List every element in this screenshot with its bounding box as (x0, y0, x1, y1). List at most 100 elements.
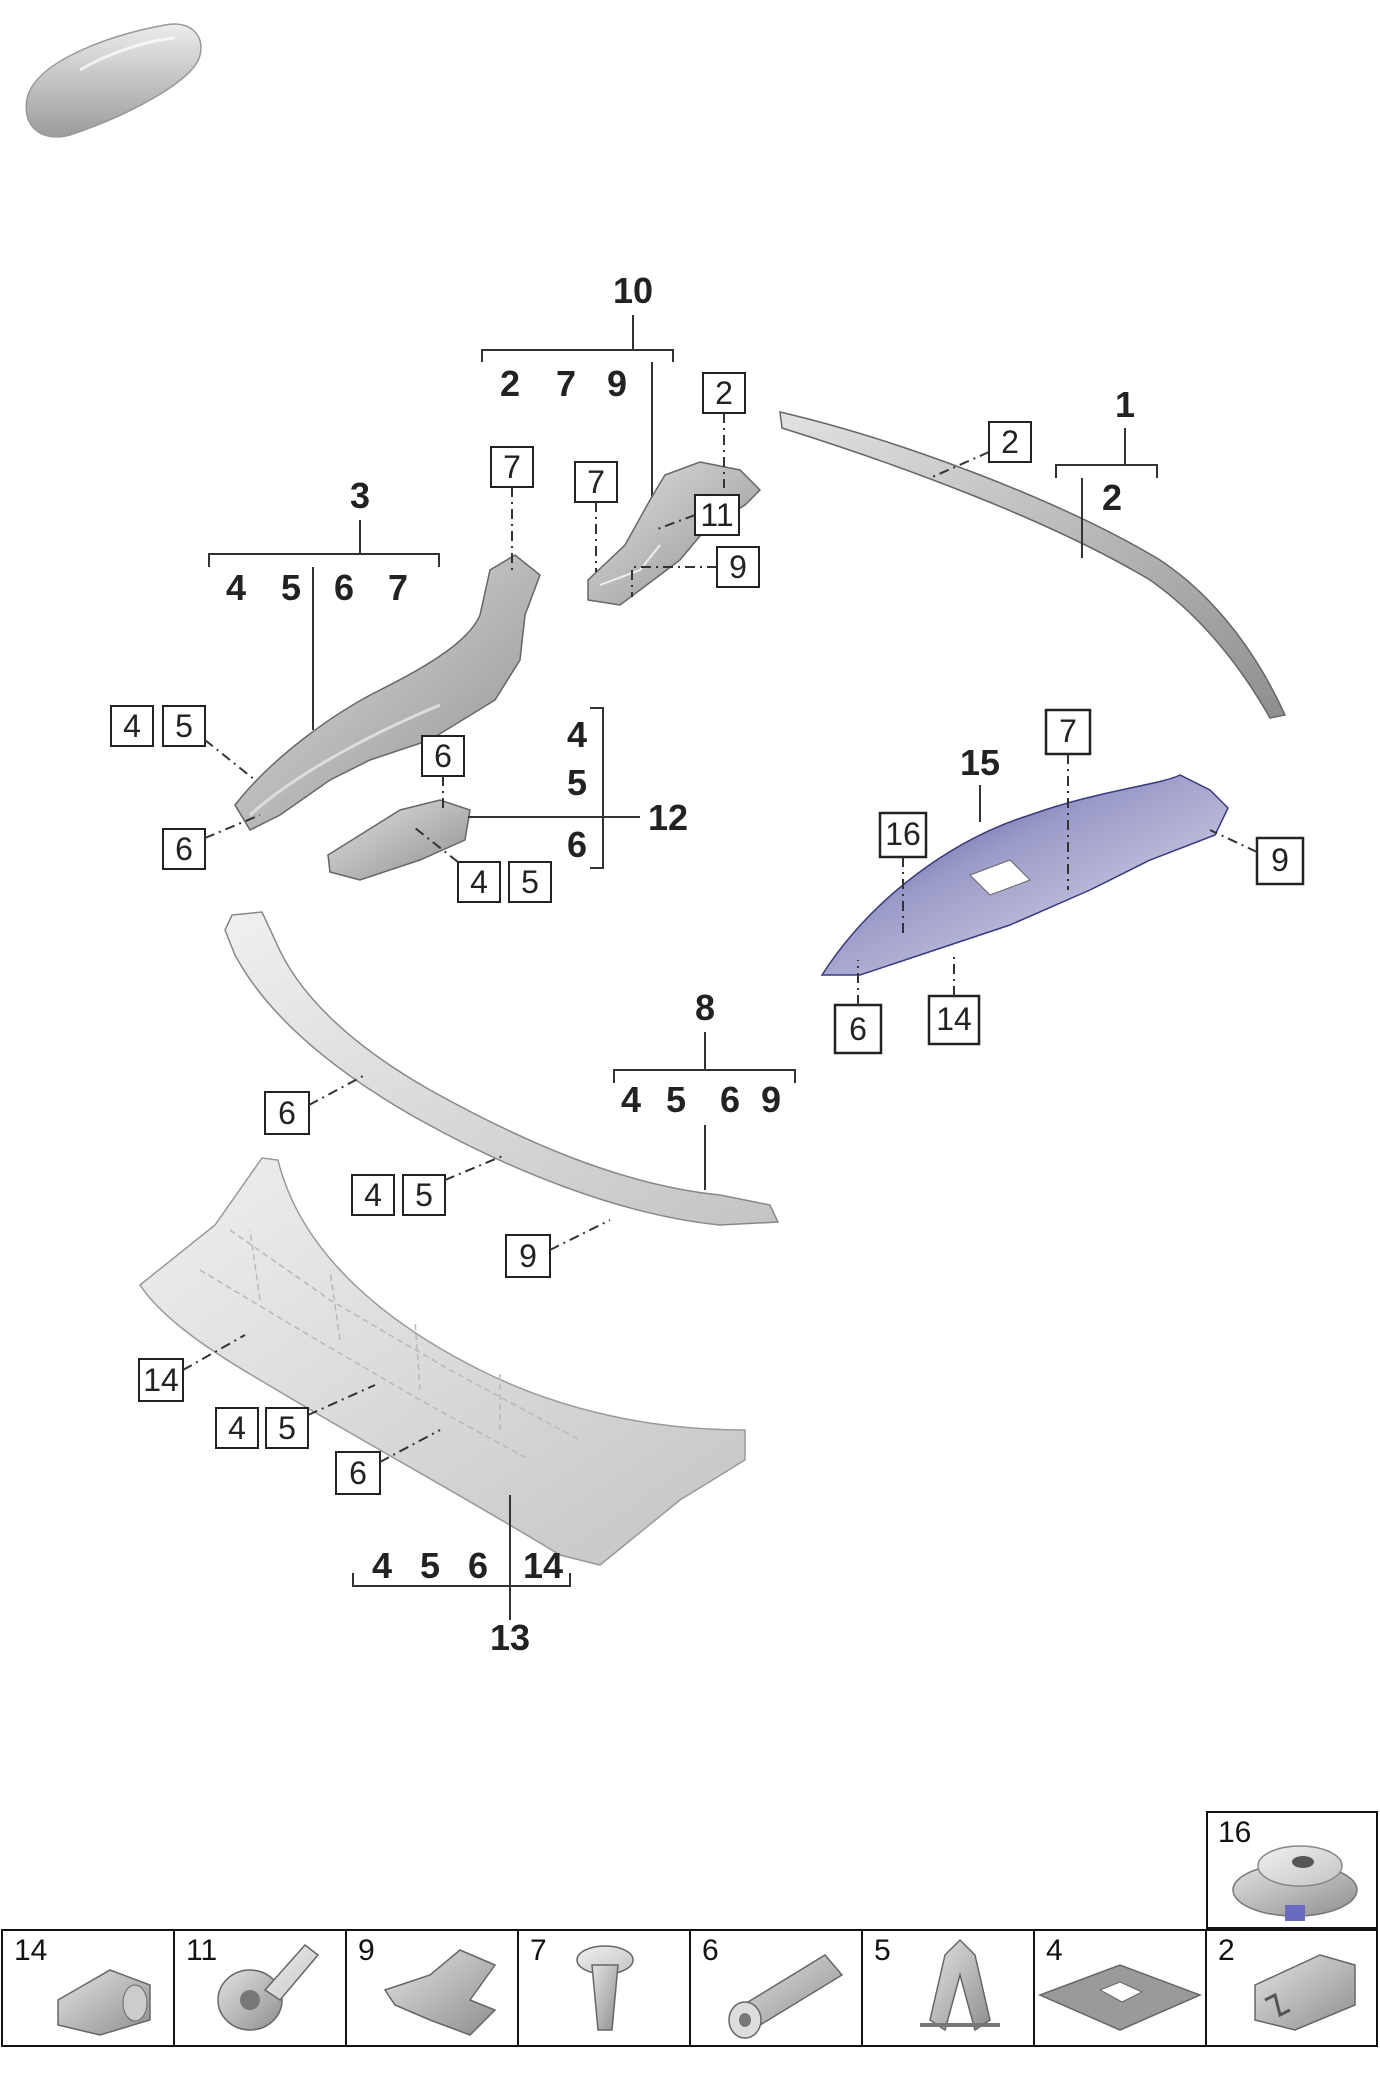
svg-text:9: 9 (607, 363, 627, 404)
svg-text:1: 1 (1115, 384, 1135, 425)
callout-box-7-c: 7 (1044, 708, 1092, 890)
svg-text:5: 5 (874, 1934, 891, 1967)
callout-box-4-5-a: 4 5 (110, 705, 256, 781)
svg-text:4: 4 (364, 1177, 382, 1213)
svg-text:4: 4 (1046, 1934, 1063, 1967)
callout-box-6-d: 6 (264, 1074, 366, 1135)
legend-item-9: 9 (345, 1929, 519, 2047)
svg-text:4: 4 (123, 708, 141, 744)
svg-text:7: 7 (388, 567, 408, 608)
svg-text:5: 5 (175, 708, 193, 744)
svg-text:5: 5 (281, 567, 301, 608)
assembly-13-label: 4 5 6 14 13 (352, 1495, 571, 1658)
svg-text:6: 6 (567, 824, 587, 865)
svg-text:2: 2 (1218, 1934, 1235, 1967)
legend-item-2: 2 (1205, 1929, 1378, 2047)
callout-box-2-a: 2 (702, 372, 746, 488)
svg-text:5: 5 (420, 1545, 440, 1586)
svg-text:7: 7 (503, 449, 521, 485)
svg-text:4: 4 (228, 1410, 246, 1446)
svg-text:16: 16 (885, 816, 921, 852)
callout-box-4-5-c: 4 5 (351, 1154, 506, 1216)
svg-text:5: 5 (666, 1079, 686, 1120)
svg-text:4: 4 (470, 864, 488, 900)
svg-text:9: 9 (729, 549, 747, 585)
callout-box-4-5-d: 4 5 (215, 1384, 376, 1449)
svg-text:11: 11 (186, 1934, 217, 1967)
svg-text:9: 9 (358, 1934, 375, 1967)
legend-row: 14 11 9 (1, 1929, 1378, 2047)
svg-text:6: 6 (468, 1545, 488, 1586)
legend-item-16: 16 (1206, 1811, 1378, 1929)
svg-text:14: 14 (523, 1545, 563, 1586)
grommet-icon (1232, 1845, 1358, 1921)
svg-text:7: 7 (530, 1934, 547, 1967)
legend-item-11: 11 (173, 1929, 347, 2047)
edge-protector-icon (1254, 1954, 1356, 2031)
push-rivet-icon (217, 1943, 320, 2031)
svg-text:9: 9 (519, 1238, 537, 1274)
svg-text:12: 12 (648, 797, 688, 838)
svg-text:7: 7 (556, 363, 576, 404)
svg-text:6: 6 (278, 1095, 296, 1131)
callout-box-9-a: 9 (631, 546, 760, 597)
legend-item-4: 4 (1033, 1929, 1207, 2047)
callout-box-16: 16 (878, 811, 928, 935)
callout-box-6-a: 6 (162, 814, 261, 870)
assembly-10-label: 10 2 7 9 (481, 270, 674, 500)
svg-text:5: 5 (567, 762, 587, 803)
svg-text:3: 3 (350, 475, 370, 516)
svg-text:4: 4 (372, 1545, 392, 1586)
svg-text:16: 16 (1218, 1816, 1251, 1849)
svg-text:15: 15 (960, 742, 1000, 783)
assembly-15-label: 15 (960, 742, 1000, 822)
svg-text:2: 2 (1001, 424, 1019, 460)
assembly-number: 10 (613, 270, 653, 311)
part-3-pillar-trim (234, 554, 541, 831)
foam-pad-icon (1038, 1964, 1202, 2031)
push-pin-icon (576, 1945, 634, 2031)
callout-box-7-a: 7 (490, 446, 534, 575)
svg-text:13: 13 (490, 1617, 530, 1658)
svg-text:5: 5 (415, 1177, 433, 1213)
svg-text:8: 8 (695, 987, 715, 1028)
callout-box-6-b: 6 (421, 735, 465, 812)
svg-text:14: 14 (14, 1934, 47, 1967)
callout-box-6-e: 6 (335, 1429, 441, 1495)
callout-box-9-c: 9 (505, 1219, 611, 1278)
part-13-headliner (138, 1157, 746, 1566)
svg-text:6: 6 (702, 1934, 719, 1967)
svg-text:9: 9 (761, 1079, 781, 1120)
callout-box-14-b: 14 (138, 1334, 246, 1402)
legend-item-7: 7 (517, 1929, 691, 2047)
svg-text:2: 2 (500, 363, 520, 404)
callout-box-9-b: 9 (1209, 829, 1305, 886)
svg-text:5: 5 (521, 864, 539, 900)
legend: 16 14 11 (1, 1811, 1378, 2047)
callout-box-2-b: 2 (929, 421, 1032, 479)
vehicle-thumbnail-icon (25, 23, 202, 138)
svg-text:6: 6 (334, 567, 354, 608)
part-8-curved-trim (224, 911, 780, 1226)
legend-item-6: 6 (689, 1929, 863, 2047)
callout-box-7-b: 7 (574, 461, 618, 572)
part-1-roof-strip (779, 411, 1287, 719)
callout-box-14-a: 14 (927, 955, 981, 1046)
expansion-sleeve-icon (728, 1954, 844, 2039)
svg-text:4: 4 (567, 714, 587, 755)
svg-text:6: 6 (720, 1079, 740, 1120)
edge-clip-icon (57, 1969, 151, 2036)
callout-box-4-5-b: 4 5 (414, 827, 552, 903)
assembly-1-label: 1 2 (1055, 384, 1158, 558)
part-15-panel (820, 774, 1229, 976)
assembly-3-label: 3 4 5 6 7 (208, 475, 440, 730)
svg-text:11: 11 (700, 497, 733, 533)
svg-text:9: 9 (1271, 842, 1289, 878)
svg-text:6: 6 (434, 738, 452, 774)
callout-box-11: 11 (654, 494, 740, 536)
spring-clip-icon (383, 1949, 497, 2036)
svg-text:6: 6 (849, 1011, 867, 1047)
svg-text:6: 6 (175, 831, 193, 867)
svg-text:7: 7 (587, 464, 605, 500)
